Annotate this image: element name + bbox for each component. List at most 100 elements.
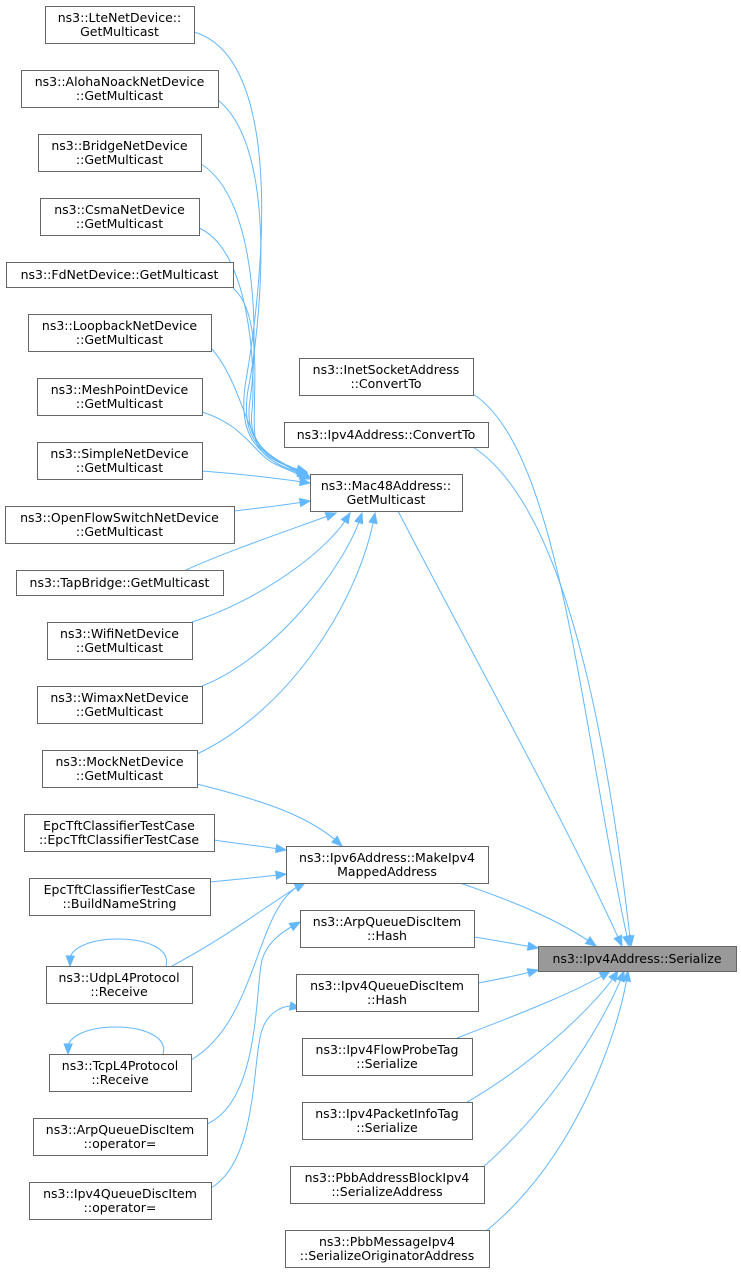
- edge-tapbridge-to-mac48-arrowhead: [324, 512, 338, 522]
- node-inetconv[interactable]: ns3::InetSocketAddress::ConvertTo: [299, 358, 474, 396]
- node-lte[interactable]: ns3::LteNetDevice::GetMulticast: [45, 6, 195, 44]
- edge-line: [397, 510, 623, 947]
- edge-line: [191, 512, 351, 623]
- edge-makeipv4-to-serialize-arrowhead: [584, 936, 598, 947]
- node-box: [45, 6, 195, 44]
- edge-pbbmsg-to-serialize: [485, 969, 632, 1232]
- edge-flowprobe-to-serialize-arrowhead: [598, 970, 612, 981]
- node-label-line: ::Receive: [90, 984, 148, 999]
- node-label-line: ::GetMulticast: [76, 216, 163, 231]
- node-tapbridge[interactable]: ns3::TapBridge::GetMulticast: [16, 570, 224, 596]
- node-simple[interactable]: ns3::SimpleNetDevice::GetMulticast: [37, 442, 203, 480]
- edge-pbbaddr-to-serialize: [479, 969, 625, 1171]
- node-label-line: ns3::BridgeNetDevice: [51, 138, 188, 153]
- node-fd[interactable]: ns3::FdNetDevice::GetMulticast: [6, 262, 234, 288]
- edge-pktinfo-to-serialize-arrowhead: [608, 969, 619, 983]
- node-box: [40, 198, 200, 236]
- node-label-line: ::GetMulticast: [76, 768, 163, 783]
- node-label-line: ::Hash: [367, 992, 407, 1007]
- node-box: [538, 946, 737, 972]
- node-box: [310, 474, 463, 512]
- node-flowprobe[interactable]: ns3::Ipv4FlowProbeTag::Serialize: [302, 1038, 473, 1076]
- node-serialize[interactable]: ns3::Ipv4Address::Serialize: [538, 946, 737, 972]
- edge-line: [171, 881, 306, 967]
- edge-mock-to-mac48: [196, 511, 378, 755]
- node-label-line: EpcTftClassifierTestCase: [44, 882, 196, 897]
- node-box: [16, 570, 224, 596]
- edge-ipv4qhash-to-serialize: [477, 968, 540, 984]
- node-label-line: ::Receive: [91, 1072, 149, 1087]
- node-label-line: ns3::Ipv4Address::Serialize: [552, 951, 721, 966]
- node-box: [29, 1182, 212, 1220]
- node-box: [37, 442, 203, 480]
- node-label-line: GetMulticast: [80, 24, 159, 39]
- edge-wifi-to-mac48-arrowhead: [340, 511, 351, 525]
- node-wifi[interactable]: ns3::WifiNetDevice::GetMulticast: [47, 622, 193, 660]
- node-box: [24, 814, 215, 852]
- edge-tcp-to-tcp: [63, 1026, 164, 1056]
- node-pbbmsg[interactable]: ns3::PbbMessageIpv4::SerializeOriginator…: [285, 1230, 490, 1268]
- node-label-line: ns3::TapBridge::GetMulticast: [30, 575, 210, 590]
- node-label-line: ns3::Ipv4FlowProbeTag: [316, 1042, 459, 1057]
- edge-epcbuild-to-makeipv4-arrowhead: [275, 870, 288, 880]
- node-box: [46, 966, 193, 1004]
- node-box: [38, 134, 202, 172]
- node-mac48[interactable]: ns3::Mac48Address::GetMulticast: [310, 474, 463, 512]
- edge-line: [201, 470, 311, 484]
- edge-line: [479, 970, 625, 1171]
- node-label-line: ns3::LoopbackNetDevice: [42, 318, 197, 333]
- node-box: [21, 70, 219, 108]
- node-pktinfo[interactable]: ns3::Ipv4PacketInfoTag::Serialize: [302, 1102, 473, 1140]
- edge-line: [210, 347, 311, 478]
- node-label-line: ns3::SimpleNetDevice: [50, 446, 188, 461]
- node-box: [302, 1102, 473, 1140]
- node-label-line: ns3::OpenFlowSwitchNetDevice: [20, 510, 219, 525]
- node-aloha[interactable]: ns3::AlohaNoackNetDevice::GetMulticast: [21, 70, 219, 108]
- node-label-line: ::operator=: [84, 1200, 157, 1215]
- node-box: [296, 974, 479, 1012]
- node-udp[interactable]: ns3::UdpL4Protocol::Receive: [46, 966, 193, 1004]
- edge-epcctor-to-makeipv4-arrowhead: [274, 843, 288, 854]
- edge-line: [456, 881, 597, 947]
- edge-loopback-to-mac48: [210, 347, 312, 478]
- edge-mock-to-makeipv4: [196, 783, 343, 847]
- node-ipv4qhash[interactable]: ns3::Ipv4QueueDiscItem::Hash: [296, 974, 479, 1012]
- edge-meshpoint-to-mac48-arrowhead: [298, 470, 312, 480]
- node-ipv4conv[interactable]: ns3::Ipv4Address::ConvertTo: [284, 422, 489, 448]
- edge-mock-to-mac48-arrowhead: [368, 511, 378, 525]
- node-epcbuild[interactable]: EpcTftClassifierTestCase::BuildNameStrin…: [29, 878, 211, 916]
- node-arpop[interactable]: ns3::ArpQueueDiscItem::operator=: [33, 1118, 208, 1156]
- node-label-line: ::GetMulticast: [76, 396, 163, 411]
- node-bridge[interactable]: ns3::BridgeNetDevice::GetMulticast: [38, 134, 202, 172]
- node-epcctor[interactable]: EpcTftClassifierTestCase::EpcTftClassifi…: [24, 814, 215, 852]
- node-label-line: ::Serialize: [356, 1120, 418, 1135]
- node-label-line: ::operator=: [84, 1136, 157, 1151]
- node-csma[interactable]: ns3::CsmaNetDevice::GetMulticast: [40, 198, 200, 236]
- edge-mock-to-makeipv4-arrowhead: [331, 835, 343, 847]
- node-label-line: ns3::CsmaNetDevice: [54, 202, 185, 217]
- edge-wifi-to-mac48: [191, 511, 351, 623]
- node-mock[interactable]: ns3::MockNetDevice::GetMulticast: [42, 750, 198, 788]
- node-loopback[interactable]: ns3::LoopbackNetDevice::GetMulticast: [28, 314, 212, 352]
- node-box: [29, 878, 211, 916]
- node-meshpoint[interactable]: ns3::MeshPointDevice::GetMulticast: [37, 378, 203, 416]
- node-label-line: ::GetMulticast: [76, 332, 163, 347]
- edge-mac48-to-serialize-arrowhead: [613, 934, 623, 948]
- edge-line: [196, 783, 343, 847]
- node-openflow[interactable]: ns3::OpenFlowSwitchNetDevice::GetMultica…: [5, 506, 235, 544]
- edge-line: [206, 921, 301, 1125]
- node-ipv4qop[interactable]: ns3::Ipv4QueueDiscItem::operator=: [29, 1182, 212, 1220]
- node-pbbaddr[interactable]: ns3::PbbAddressBlockIpv4::SerializeAddre…: [290, 1166, 485, 1204]
- node-label-line: ::Hash: [367, 928, 407, 943]
- edge-arpop-to-arphash: [206, 921, 302, 1125]
- node-wimax[interactable]: ns3::WimaxNetDevice::GetMulticast: [37, 686, 203, 724]
- node-box: [33, 1118, 208, 1156]
- node-label-line: ns3::AlohaNoackNetDevice: [35, 74, 205, 89]
- edge-pbbaddr-to-serialize-arrowhead: [615, 969, 625, 983]
- edge-inetconv-to-serialize: [472, 393, 632, 948]
- node-tcp[interactable]: ns3::TcpL4Protocol::Receive: [49, 1054, 192, 1092]
- node-label-line: ns3::LteNetDevice::: [58, 10, 181, 25]
- node-arphash[interactable]: ns3::ArpQueueDiscItem::Hash: [300, 910, 475, 948]
